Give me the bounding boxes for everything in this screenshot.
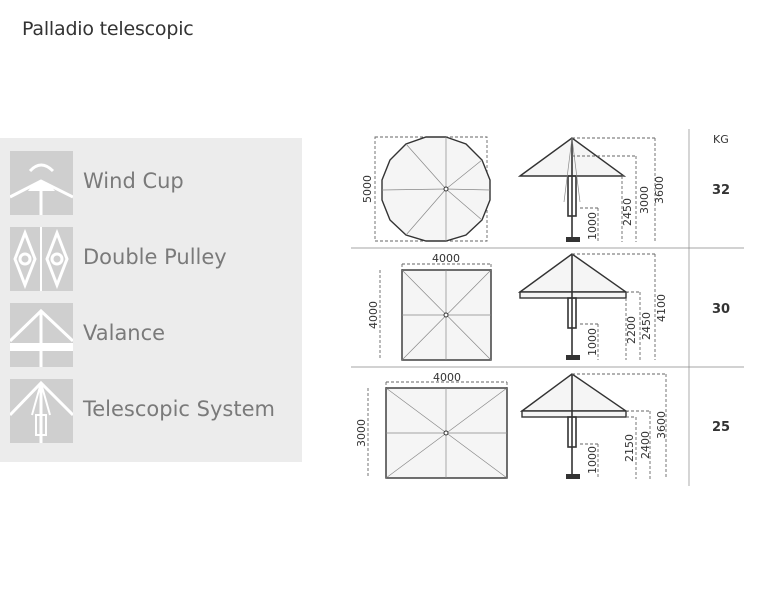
height-label: 2200 <box>625 316 638 344</box>
weight-header: KG <box>713 133 729 146</box>
valance-icon <box>10 303 73 367</box>
feature-wind-cup: Wind Cup <box>10 151 300 215</box>
feature-double-pulley: Double Pulley <box>10 227 300 291</box>
side-canopy <box>519 373 629 412</box>
height-label: 3600 <box>653 176 666 204</box>
feature-label: Valance <box>83 321 166 345</box>
features-panel: Wind Cup Double Pulley Valance <box>0 138 302 462</box>
feature-label: Double Pulley <box>83 245 227 269</box>
page-title: Palladio telescopic <box>22 18 194 40</box>
height-label: 3600 <box>655 411 668 439</box>
feature-label: Telescopic System <box>83 397 275 421</box>
weight-value: 30 <box>712 302 730 317</box>
height-label: 1000 <box>586 328 599 356</box>
telescopic-system-icon <box>10 379 73 443</box>
feature-label: Wind Cup <box>83 169 184 193</box>
height-label: 2450 <box>621 198 634 226</box>
plan-width-label: 4000 <box>432 252 460 265</box>
height-label: 3000 <box>638 186 651 214</box>
side-canopy <box>517 253 629 293</box>
model-round: 5000 1000 2450 3000 3600 32 <box>361 136 730 242</box>
height-label: 4100 <box>655 294 668 322</box>
height-label: 2400 <box>639 431 652 459</box>
feature-valance: Valance <box>10 303 300 367</box>
model-rectangular: 4000 3000 1000 2150 2400 3600 25 <box>355 371 730 479</box>
plan-height-label: 4000 <box>367 301 380 329</box>
weight-value: 25 <box>712 420 730 435</box>
height-label: 2450 <box>640 312 653 340</box>
wind-cup-icon <box>10 151 73 215</box>
height-label: 1000 <box>586 212 599 240</box>
double-pulley-icon <box>10 227 73 291</box>
plan-width-label: 4000 <box>433 371 461 384</box>
height-label: 2150 <box>623 434 636 462</box>
dimension-diagram: .ln { stroke:#333; fill:none; stroke-wid… <box>340 124 768 494</box>
plan-height-label: 5000 <box>361 175 374 203</box>
plan-height-label: 3000 <box>355 419 368 447</box>
model-square: 4000 4000 1000 2200 2450 4100 30 <box>367 252 730 361</box>
height-label: 1000 <box>586 446 599 474</box>
weight-value: 32 <box>712 183 730 198</box>
feature-telescopic-system: Telescopic System <box>10 379 300 443</box>
